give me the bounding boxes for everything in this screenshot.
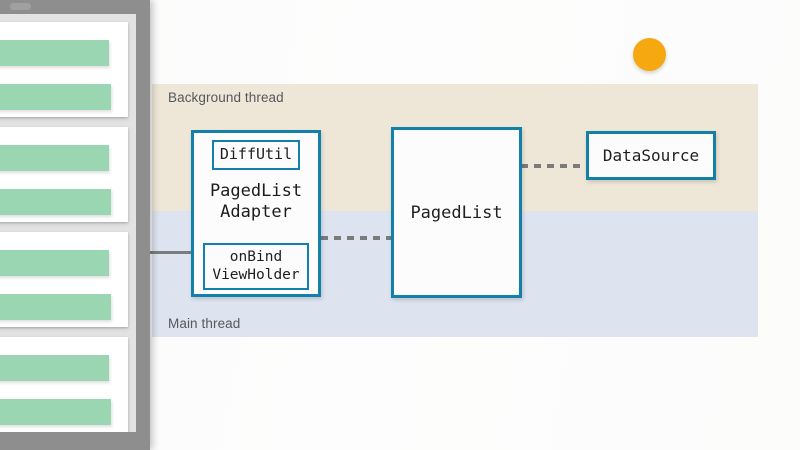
list-item[interactable] [0, 337, 128, 432]
list-item-placeholder-bar [0, 294, 111, 320]
list-item[interactable] [0, 22, 128, 117]
list-item-placeholder-bar [0, 40, 109, 66]
diffutil-label: DiffUtil [219, 145, 293, 164]
phone-screen [0, 14, 136, 432]
list-item-placeholder-bar [0, 145, 109, 171]
accent-dot [633, 38, 666, 71]
list-item[interactable] [0, 232, 128, 327]
datasource-box: DataSource [586, 131, 716, 180]
connector-phone-to-adapter [150, 251, 203, 254]
background-thread-label: Background thread [168, 90, 284, 105]
diffutil-box: DiffUtil [212, 140, 300, 170]
datasource-label: DataSource [602, 146, 700, 165]
phone-speaker-icon [10, 3, 31, 10]
list-item[interactable] [0, 127, 128, 222]
main-thread-label: Main thread [168, 316, 241, 331]
pagedlist-box: PagedList [391, 127, 522, 298]
list-item-placeholder-bar [0, 189, 111, 215]
list-item-placeholder-bar [0, 84, 111, 110]
list-item-placeholder-bar [0, 399, 111, 425]
list-item-placeholder-bar [0, 355, 109, 381]
onbindviewholder-box: onBind ViewHolder [203, 243, 309, 290]
phone-mockup [0, 0, 150, 450]
onbindviewholder-label-line2: ViewHolder [212, 266, 300, 283]
connector-pagedlist-to-datasource [521, 164, 587, 168]
list-item-placeholder-bar [0, 250, 109, 276]
connector-adapter-to-pagedlist [321, 236, 392, 240]
onbindviewholder-label-line1: onBind [229, 249, 283, 266]
pagedlist-label: PagedList [410, 202, 503, 223]
